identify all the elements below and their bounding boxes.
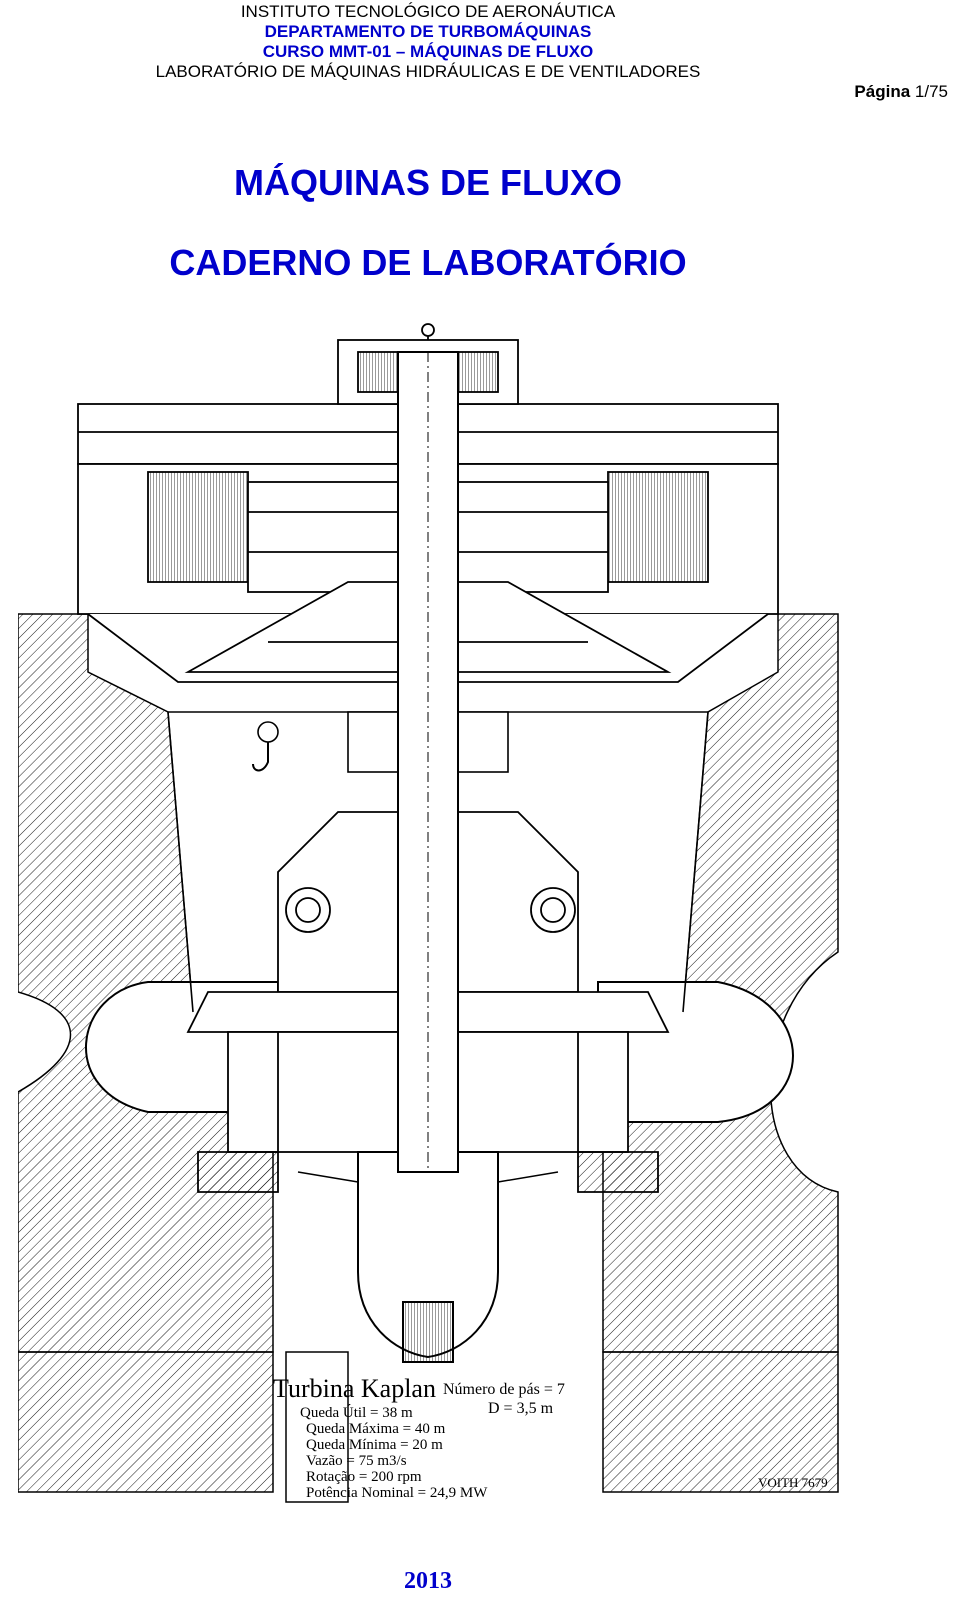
spec-flow: Vazão = 75 m3/s [306,1453,407,1469]
caption-title: Turbina Kaplan [273,1374,436,1403]
page-indicator: Página 1/75 [854,82,948,102]
lab-name: LABORATÓRIO DE MÁQUINAS HIDRÁULICAS E DE… [155,62,701,81]
runner-hub [297,1151,559,1363]
spec-useful-head: Queda Útil = 38 m [300,1404,413,1421]
spec-rotation: Rotação = 200 rpm [306,1469,422,1485]
main-shaft [397,351,459,1173]
document-subtitle: CADERNO DE LABORATÓRIO [169,242,687,283]
institute-name: INSTITUTO TECNOLÓGICO DE AERONÁUTICA [240,2,616,21]
page-label: Página [854,82,911,101]
page-value: 1/75 [914,82,948,101]
voith-stamp: VOITH 7679 [758,1475,828,1490]
document-title: MÁQUINAS DE FLUXO [233,162,622,203]
course-name: CURSO MMT-01 – MÁQUINAS DE FLUXO [262,42,594,61]
department-name: DEPARTAMENTO DE TURBOMÁQUINAS [264,22,592,41]
spec-max-head: Queda Máxima = 40 m [306,1421,446,1437]
publication-year: 2013 [404,1568,452,1594]
spec-power: Potência Nominal = 24,9 MW [306,1485,488,1501]
spec-min-head: Queda Mínima = 20 m [306,1437,443,1453]
blade-count: Número de pás = 7 [443,1381,565,1398]
kaplan-turbine-drawing: Turbina Kaplan Número de pás = 7 D = 3,5… [18,312,858,1512]
diameter-spec: D = 3,5 m [488,1400,554,1417]
